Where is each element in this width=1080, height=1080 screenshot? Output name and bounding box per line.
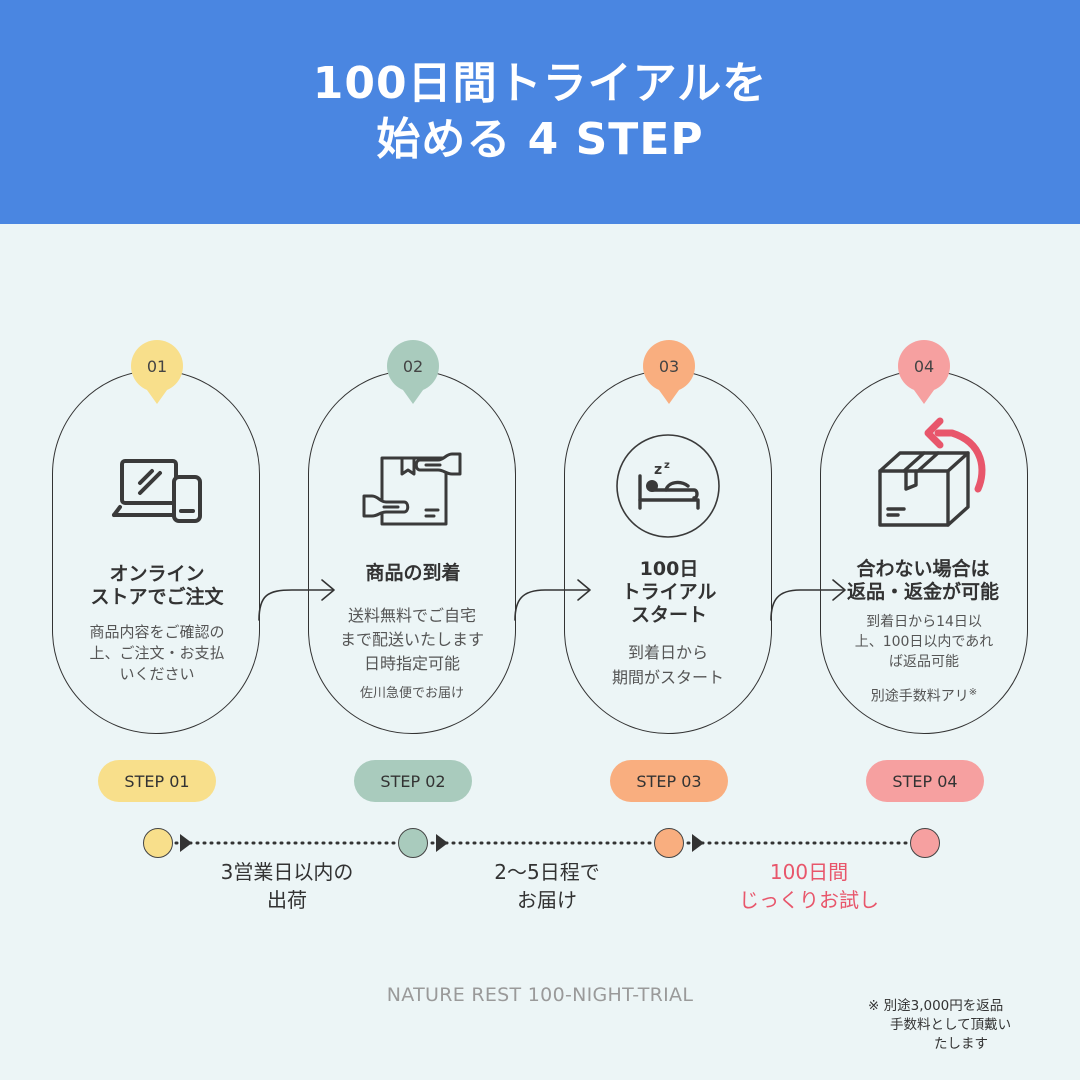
step-4-title: 合わない場合は 返品・返金が可能 [818,558,1028,604]
timeline-text-2-line-1: 2〜5日程で [494,860,600,884]
step-1-title-line-1: オンライン [109,563,205,585]
footnote-line-1: ※ 別途3,000円を返品 [868,998,1004,1014]
step-3-description: 到着日から 期間がスタート [568,640,768,690]
step-4-description: 到着日から14日以 上、100日以内であれ ば返品可能 [824,612,1024,672]
step-4-note-text: 別途手数料アリ [870,688,969,705]
package-delivery-icon [362,452,462,526]
svg-text:z: z [664,460,670,471]
step-1-desc-line-3: いください [119,665,195,683]
step-3-title-line-2: トライアル [621,581,717,603]
step-2-title-line-1: 商品の到着 [365,562,461,584]
timeline-text-3-line-1: 100日間 [769,860,849,884]
connector-1-2-head [321,579,335,601]
step-1-title-line-2: ストアでご注文 [90,586,224,608]
step-1-desc-line-1: 商品内容をご確認の [89,623,225,641]
step-3-title: 100日 トライアル スタート [564,558,774,627]
step-1-desc-line-2: 上、ご注文・お支払 [89,644,225,662]
timeline-text-2-line-2: お届け [517,888,577,912]
step-4-note-mark: ※ [968,687,978,698]
step-3-desc-line-1: 到着日から [627,643,708,662]
footnote-line-3: たします [934,1036,988,1052]
step-4-title-line-1: 合わない場合は [856,558,990,580]
svg-text:z: z [654,462,662,478]
step-3-title-line-1: 100日 [639,558,699,580]
step-badge-3: 03 [643,340,695,392]
timeline-dot-3 [654,828,684,858]
timeline-arrow-3 [692,834,704,852]
step-label-4: STEP 04 [866,760,984,802]
timeline-dot-4 [910,828,940,858]
connector-3-4-head [832,579,846,601]
timeline-text-2: 2〜5日程で お届け [437,858,657,914]
laptop-phone-icon [112,459,202,523]
step-label-3: STEP 03 [610,760,728,802]
step-4-desc-line-2: 上、100日以内であれ [854,634,994,650]
step-4-desc-line-3: ば返品可能 [889,654,959,670]
timeline-text-1-line-2: 出荷 [267,888,307,912]
step-label-2: STEP 02 [354,760,472,802]
timeline-text-1: 3営業日以内の 出荷 [177,858,397,914]
header-banner: 100日間トライアルを 始める 4 STEP [0,0,1080,224]
step-2-title: 商品の到着 [308,562,518,585]
step-2-desc-line-2: まで配送いたします [339,630,484,649]
footnote-line-2: 手数料として頂戴い [890,1017,1012,1033]
timeline-arrow-1 [180,834,192,852]
return-box-icon [878,417,986,527]
step-badge-2: 02 [387,340,439,392]
step-3-desc-line-2: 期間がスタート [611,668,724,687]
page-title-line-2: 始める 4 STEP [376,114,704,165]
connector-2-3-head [577,579,591,601]
step-2-desc-line-1: 送料無料でご自宅 [347,606,476,625]
step-2-description: 送料無料でご自宅 まで配送いたします 日時指定可能 [312,604,512,676]
footnote: ※ 別途3,000円を返品 手数料として頂戴い たします [868,997,1068,1054]
step-3-title-line-3: スタート [630,604,707,626]
step-badge-4: 04 [898,340,950,392]
step-2-note: 佐川急便でお届け [359,686,464,701]
page-title-line-1: 100日間トライアルを [312,58,768,109]
step-badge-1: 01 [131,340,183,392]
step-1-description: 商品内容をご確認の 上、ご注文・お支払 いください [57,622,257,685]
step-2-desc-line-3: 日時指定可能 [363,654,460,673]
sleeping-bed-icon: z z [616,434,720,538]
timeline-dot-1 [143,828,173,858]
timeline-arrow-2 [436,834,448,852]
timeline-text-3: 100日間 じっくりお試し [699,858,919,914]
brand-footer: NATURE REST 100-NIGHT-TRIAL [386,984,694,1006]
step-1-title: オンライン ストアでご注文 [52,563,262,609]
step-4-note: 別途手数料アリ※ [824,684,1024,706]
timeline-dot-2 [398,828,428,858]
step-label-1: STEP 01 [98,760,216,802]
timeline-text-3-line-2: じっくりお試し [739,888,879,912]
timeline-text-1-line-1: 3営業日以内の [220,860,354,884]
step-4-title-line-2: 返品・返金が可能 [846,581,999,603]
step-4-desc-line-1: 到着日から14日以 [866,614,982,630]
